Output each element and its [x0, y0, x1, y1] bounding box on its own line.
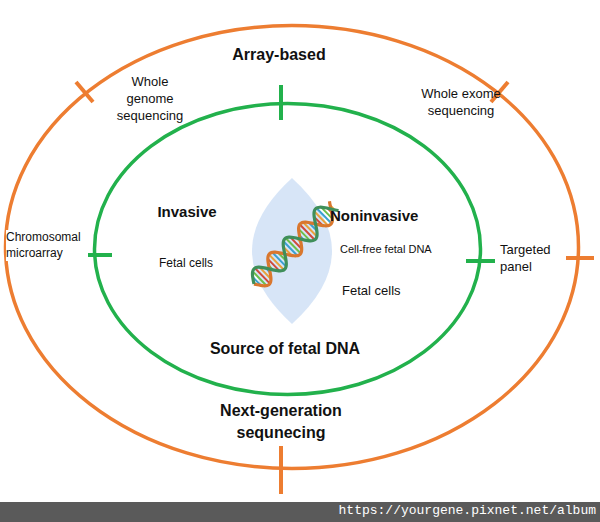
watermark: https://yourgene.pixnet.net/album: [339, 503, 596, 520]
category-label: Invasive: [157, 202, 216, 222]
ellipse-shape: [6, 26, 579, 469]
tick-marks: [76, 82, 594, 494]
method-label: Chromosomal microarray: [6, 230, 88, 261]
ellipse-shape: [95, 104, 481, 395]
helix-strand: [254, 201, 332, 285]
node-heading: Source of fetal DNA: [165, 338, 405, 360]
watermark-band: [0, 502, 600, 522]
node-heading: Next-generation sequnecing: [206, 400, 356, 443]
tick-mark: [566, 256, 594, 260]
method-label: Whole genome sequencing: [108, 74, 192, 125]
dna-helix: [252, 201, 338, 285]
tick-mark: [84, 253, 112, 257]
source-label: Fetal cells: [159, 256, 213, 272]
source-label: Fetal cells: [342, 283, 401, 300]
axis-label: Array-based: [232, 45, 325, 66]
helix-strand: [252, 207, 338, 284]
helix-rung: [316, 208, 331, 224]
helix-rung: [255, 268, 270, 284]
source-label: Cell-free fetal DNA: [340, 242, 432, 256]
lens-shape: [252, 178, 332, 324]
method-label: Targeted panel: [500, 242, 562, 276]
category-label: Noninvasive: [330, 206, 418, 226]
method-label: Whole exome sequencing: [419, 86, 503, 120]
helix-rung: [286, 238, 301, 254]
